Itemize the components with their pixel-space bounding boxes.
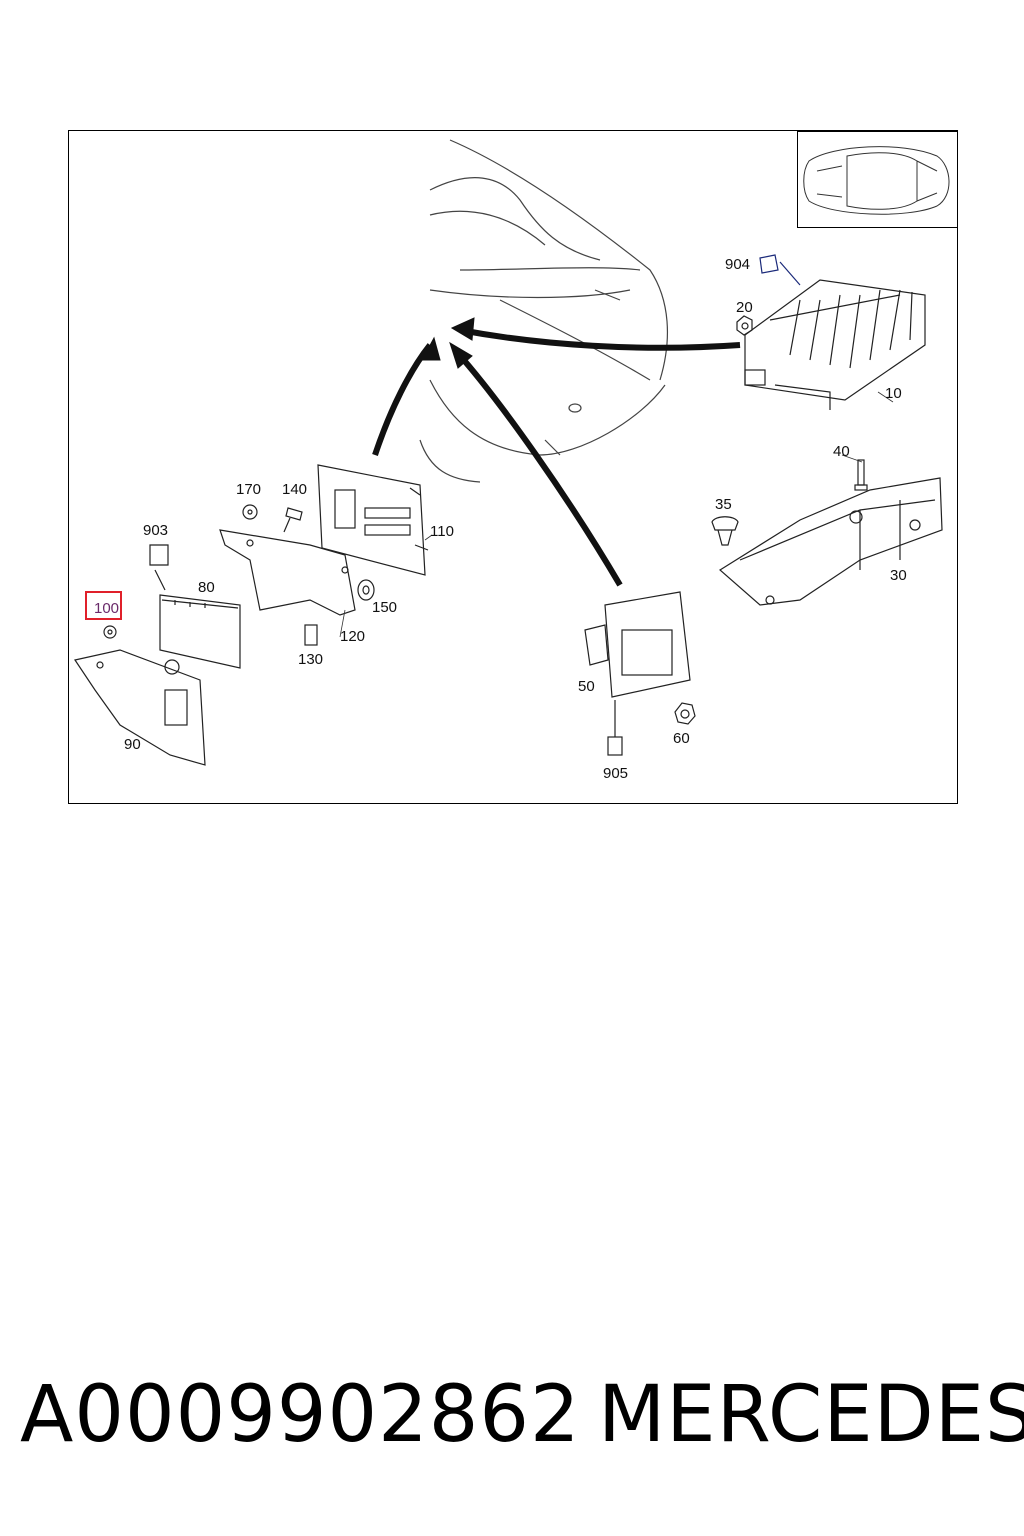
part-30-bracket xyxy=(718,477,943,606)
callout-50[interactable]: 50 xyxy=(578,678,595,695)
callout-903[interactable]: 903 xyxy=(143,522,169,539)
part-40-stud xyxy=(854,459,868,491)
callout-10[interactable]: 10 xyxy=(885,385,902,402)
part-50-module xyxy=(584,591,691,698)
brand-name: MERCEDES xyxy=(598,1370,1024,1460)
leader-lines xyxy=(339,391,894,638)
callout-120[interactable]: 120 xyxy=(340,628,366,645)
part-90-bracket xyxy=(74,649,206,766)
part-number: A0009902862 xyxy=(20,1370,581,1460)
part-903-connector xyxy=(149,544,169,591)
part-905-connector xyxy=(607,700,623,756)
part-100-washer xyxy=(103,625,117,639)
part-110-module xyxy=(317,464,429,576)
car-rear-outline xyxy=(419,139,668,483)
diagram-frame xyxy=(68,130,958,804)
part-170-washer xyxy=(242,504,258,520)
part-150-washer xyxy=(357,579,375,601)
part-10-amplifier xyxy=(744,279,926,410)
callout-60[interactable]: 60 xyxy=(673,730,690,747)
callout-150[interactable]: 150 xyxy=(372,599,398,616)
flow-arrows xyxy=(372,317,741,587)
callout-80[interactable]: 80 xyxy=(198,579,215,596)
callout-40[interactable]: 40 xyxy=(833,443,850,460)
callout-904[interactable]: 904 xyxy=(725,256,751,273)
footer: A0009902862 MERCEDES xyxy=(0,1370,1024,1470)
highlight-box xyxy=(85,591,122,620)
part-120-bracket xyxy=(219,529,356,616)
exploded-parts-diagram xyxy=(74,139,948,766)
part-60-nut xyxy=(674,702,696,725)
callout-170[interactable]: 170 xyxy=(236,481,262,498)
part-35-clip xyxy=(711,516,739,546)
part-20-nut xyxy=(736,315,753,336)
callout-100[interactable]: 100 xyxy=(94,600,120,617)
callout-30[interactable]: 30 xyxy=(890,567,907,584)
inset-frame xyxy=(797,131,958,228)
callout-90[interactable]: 90 xyxy=(124,736,141,753)
part-130-clip xyxy=(304,624,318,646)
callout-35[interactable]: 35 xyxy=(715,496,732,513)
callout-130[interactable]: 130 xyxy=(298,651,324,668)
callout-140[interactable]: 140 xyxy=(282,481,308,498)
callout-20[interactable]: 20 xyxy=(736,299,753,316)
callout-110[interactable]: 110 xyxy=(430,523,454,540)
callout-905[interactable]: 905 xyxy=(603,765,629,782)
part-904-connector xyxy=(759,254,801,286)
inset-car-icon xyxy=(803,146,950,215)
part-140-bolt xyxy=(283,507,303,533)
part-80-module xyxy=(159,594,241,669)
